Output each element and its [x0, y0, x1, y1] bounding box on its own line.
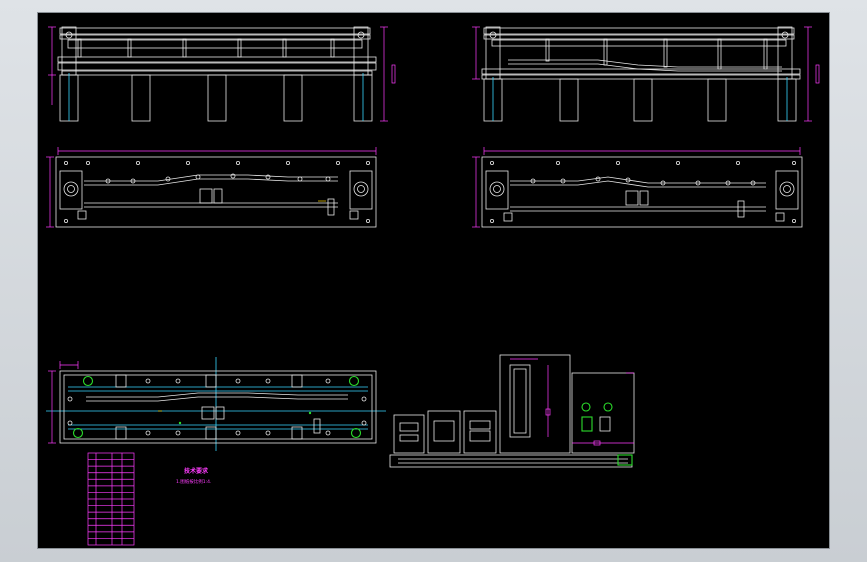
- base-plate-plan: [46, 357, 386, 451]
- tech-notes-line1: 1.图纸按比例1:4.: [176, 478, 211, 485]
- front-elevation-left: [48, 26, 396, 122]
- tech-notes: 技术要求 1.图纸按比例1:4.: [176, 467, 211, 485]
- plan-view-left: [46, 147, 377, 228]
- drawing-canvas[interactable]: 技术要求 1.图纸按比例1:4.: [37, 12, 830, 549]
- tech-notes-title: 技术要求: [184, 467, 209, 475]
- cad-drawing-sheet: 技术要求 1.图纸按比例1:4.: [46, 26, 820, 546]
- part-detail-views: [389, 354, 635, 468]
- front-elevation-right: [472, 26, 820, 122]
- plan-view-right: [472, 147, 803, 228]
- bom-table: [87, 452, 135, 546]
